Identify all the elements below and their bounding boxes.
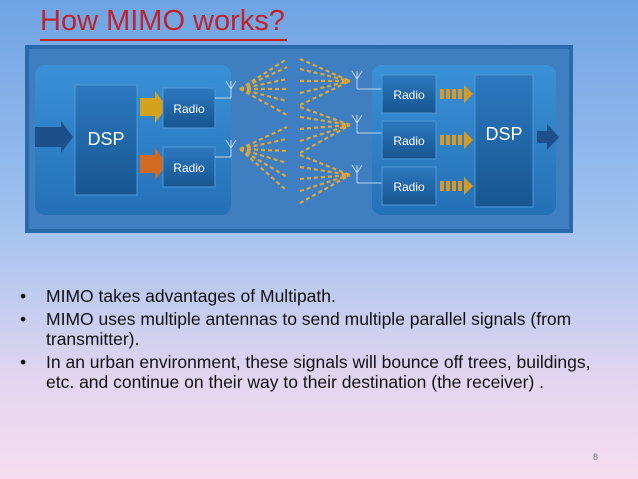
tx-radio-label-1: Radio xyxy=(173,102,205,116)
rx-dsp-box xyxy=(474,74,534,208)
bullet-item: MIMO takes advantages of Multipath. xyxy=(20,286,620,306)
tx-radio-box-1 xyxy=(162,87,216,129)
tx-antenna-icon-2 xyxy=(215,139,237,158)
bullet-item: In an urban environment, these signals w… xyxy=(20,352,620,392)
rx-antenna-icon-2 xyxy=(351,114,382,134)
tx-arrow-orange xyxy=(140,148,167,180)
rx-radio-label-3: Radio xyxy=(393,180,425,194)
signal-paths xyxy=(239,57,351,204)
rx-radio-box-3 xyxy=(381,166,437,206)
rx-radio-label-2: Radio xyxy=(393,134,425,148)
input-arrow xyxy=(35,121,73,153)
mimo-diagram: DSP Radio Radio xyxy=(25,45,573,233)
rx-radio-box-2 xyxy=(381,120,437,160)
tx-antenna-icon-1 xyxy=(215,80,237,99)
bullet-list: MIMO takes advantages of Multipath. MIMO… xyxy=(20,286,620,395)
tx-dsp-label: DSP xyxy=(87,129,124,149)
tx-radio-label-2: Radio xyxy=(173,161,205,175)
output-arrow xyxy=(537,124,559,150)
bullet-item: MIMO uses multiple antennas to send mult… xyxy=(20,309,620,349)
rx-antenna-icon-3 xyxy=(351,164,382,184)
rx-arrow-1 xyxy=(440,85,473,103)
tx-dsp-box xyxy=(74,84,138,196)
page-number: 8 xyxy=(593,452,599,462)
rx-dsp-label: DSP xyxy=(485,124,522,144)
rx-antenna-icon-1 xyxy=(351,70,382,90)
tx-arrow-gold xyxy=(140,91,167,123)
rx-arrow-3 xyxy=(440,177,473,195)
tx-radio-box-2 xyxy=(162,146,216,188)
rx-radio-label-1: Radio xyxy=(393,88,425,102)
rx-arrow-2 xyxy=(440,131,473,149)
rx-radio-box-1 xyxy=(381,74,437,114)
slide-title: How MIMO works? xyxy=(40,5,287,41)
